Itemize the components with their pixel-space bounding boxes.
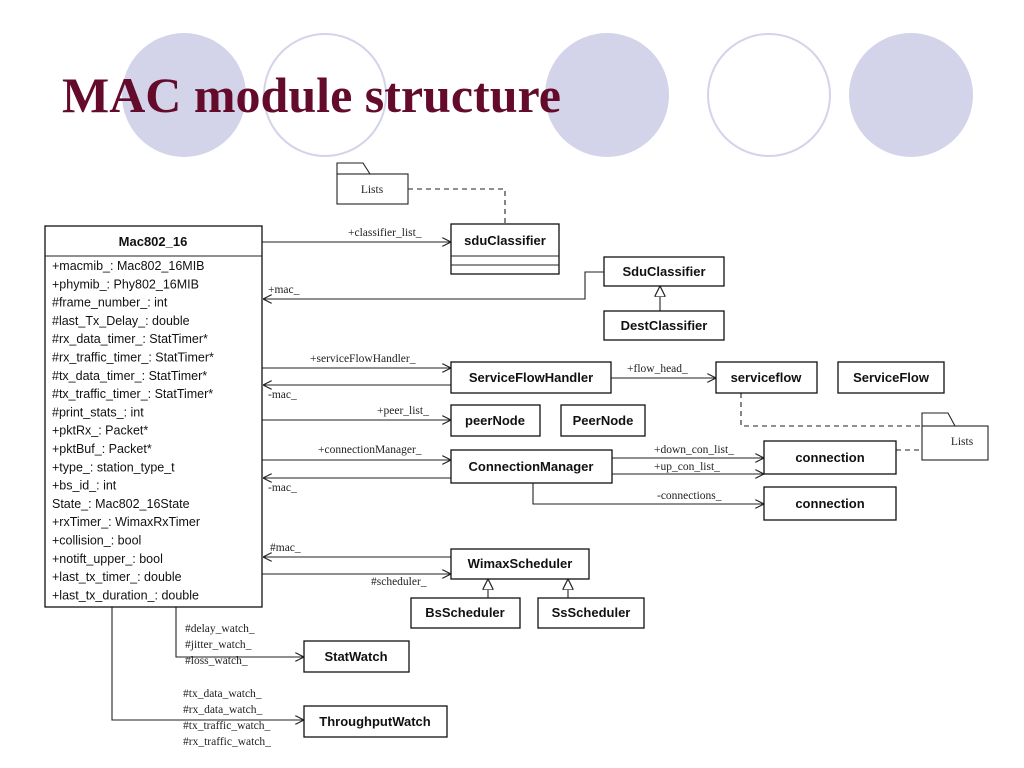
label-watch: #tx_traffic_watch_ bbox=[183, 720, 271, 732]
class-name: DestClassifier bbox=[621, 318, 708, 333]
class-name: ServiceFlowHandler bbox=[469, 370, 593, 385]
class-peerNode-instance: peerNode bbox=[450, 404, 541, 437]
class-ServiceFlow: ServiceFlow bbox=[837, 361, 945, 394]
class-BsScheduler: BsScheduler bbox=[410, 597, 521, 629]
attribute-row: +notift_upper_: bool bbox=[52, 552, 163, 566]
class-name: SduClassifier bbox=[622, 264, 705, 279]
statwatch-labels: #delay_watch_ #jitter_watch_ #loss_watch_ bbox=[185, 623, 255, 667]
class-ServiceFlowHandler: ServiceFlowHandler bbox=[450, 361, 612, 394]
class-mac802-16: Mac802_16 +macmib_: Mac802_16MIB +phymib_… bbox=[44, 225, 263, 608]
decor-circle-5 bbox=[849, 33, 973, 157]
label-watch: #tx_data_watch_ bbox=[183, 688, 262, 700]
attribute-row: +type_: station_type_t bbox=[52, 460, 175, 474]
package-lists-top: Lists bbox=[336, 162, 409, 205]
attribute-row: State_: Mac802_16State bbox=[52, 497, 190, 511]
attribute-list: +macmib_: Mac802_16MIB +phymib_: Phy802_1… bbox=[52, 259, 214, 602]
decor-circle-2 bbox=[263, 33, 387, 157]
attribute-row: #tx_traffic_timer_: StatTimer* bbox=[52, 387, 213, 401]
slide-title: MAC module structure bbox=[62, 67, 561, 123]
label-connections: -connections_ bbox=[657, 490, 722, 502]
label-scheduler: #scheduler_ bbox=[371, 576, 427, 588]
attribute-row: +phymib_: Phy802_16MIB bbox=[52, 277, 199, 291]
attribute-row: #rx_data_timer_: StatTimer* bbox=[52, 332, 208, 346]
class-name: ServiceFlow bbox=[853, 370, 930, 385]
class-ConnectionManager: ConnectionManager bbox=[450, 449, 613, 484]
label-watch: #rx_traffic_watch_ bbox=[183, 736, 271, 748]
attribute-row: +last_tx_duration_: double bbox=[52, 588, 199, 602]
attribute-row: #rx_traffic_timer_: StatTimer* bbox=[52, 351, 214, 365]
class-name: StatWatch bbox=[324, 649, 387, 664]
edge-throughputwatch bbox=[111, 607, 304, 720]
class-name: peerNode bbox=[465, 413, 525, 428]
label-watch: #delay_watch_ bbox=[185, 623, 255, 635]
label-up-con-list: +up_con_list_ bbox=[654, 461, 720, 473]
edge-sduclassifier-mac bbox=[263, 271, 604, 299]
attribute-row: +collision_: bool bbox=[52, 534, 141, 548]
package-lists-right: Lists bbox=[921, 412, 989, 461]
attribute-row: +macmib_: Mac802_16MIB bbox=[52, 259, 205, 273]
class-SsScheduler: SsScheduler bbox=[537, 597, 645, 629]
class-sduclassifier-instance: sduClassifier bbox=[450, 223, 560, 275]
class-SduClassifier: SduClassifier bbox=[603, 256, 725, 287]
connectors bbox=[111, 188, 922, 720]
attribute-row: +pktRx_: Packet* bbox=[52, 424, 148, 438]
class-name: sduClassifier bbox=[464, 233, 546, 248]
attribute-row: #tx_data_timer_: StatTimer* bbox=[52, 369, 207, 383]
label-watch: #rx_data_watch_ bbox=[183, 704, 262, 716]
attribute-row: #last_Tx_Delay_: double bbox=[52, 314, 190, 328]
label-watch: #loss_watch_ bbox=[185, 655, 248, 667]
label-down-con-list: +down_con_list_ bbox=[654, 444, 734, 456]
class-name: connection bbox=[795, 450, 864, 465]
class-connection-2: connection bbox=[763, 486, 897, 521]
class-DestClassifier: DestClassifier bbox=[603, 310, 725, 341]
label-watch: #jitter_watch_ bbox=[185, 639, 252, 651]
class-name: PeerNode bbox=[573, 413, 634, 428]
label-serviceflowhandler: +serviceFlowHandler_ bbox=[310, 353, 416, 365]
label-mac: -mac_ bbox=[268, 389, 297, 401]
throughputwatch-labels: #tx_data_watch_ #rx_data_watch_ #tx_traffi… bbox=[183, 688, 271, 748]
class-connection-1: connection bbox=[763, 440, 897, 475]
edge-lists-sduclassifier bbox=[408, 188, 506, 224]
attribute-row: +rxTimer_: WimaxRxTimer bbox=[52, 515, 200, 529]
label-peer-list: +peer_list_ bbox=[377, 405, 429, 417]
class-name: Mac802_16 bbox=[119, 234, 188, 249]
label-mac: +mac_ bbox=[268, 284, 300, 296]
edge-serviceflow-lists bbox=[740, 393, 922, 427]
attribute-row: +last_tx_timer_: double bbox=[52, 570, 182, 584]
label-flow-head: +flow_head_ bbox=[627, 363, 688, 375]
decor-circle-1 bbox=[122, 33, 246, 157]
label-mac: #mac_ bbox=[270, 542, 301, 554]
class-serviceflow-instance: serviceflow bbox=[715, 361, 818, 394]
package-label: Lists bbox=[951, 436, 974, 448]
association-labels: +classifier_list_ +mac_ +serviceFlowHand… bbox=[183, 227, 734, 748]
decor-circle-4 bbox=[707, 33, 831, 157]
class-name: connection bbox=[795, 496, 864, 511]
attribute-row: +pktBuf_: Packet* bbox=[52, 442, 152, 456]
class-ThroughputWatch: ThroughputWatch bbox=[303, 705, 448, 738]
label-mac: -mac_ bbox=[268, 482, 297, 494]
attribute-row: #print_stats_: int bbox=[52, 405, 144, 419]
class-name: ThroughputWatch bbox=[319, 714, 430, 729]
class-WimaxScheduler: WimaxScheduler bbox=[450, 548, 590, 580]
class-name: BsScheduler bbox=[425, 605, 504, 620]
class-StatWatch: StatWatch bbox=[303, 640, 410, 673]
attribute-row: #frame_number_: int bbox=[52, 296, 168, 310]
edge-statwatch bbox=[175, 607, 304, 657]
decor-circle-3 bbox=[545, 33, 669, 157]
edge-connections bbox=[532, 483, 764, 504]
class-PeerNode: PeerNode bbox=[560, 404, 646, 437]
class-name: WimaxScheduler bbox=[468, 556, 573, 571]
label-classifier-list: +classifier_list_ bbox=[348, 227, 422, 239]
class-name: serviceflow bbox=[731, 370, 803, 385]
class-name: SsScheduler bbox=[552, 605, 631, 620]
class-name: ConnectionManager bbox=[469, 459, 594, 474]
label-connectionmanager: +connectionManager_ bbox=[318, 444, 422, 456]
attribute-row: +bs_id_: int bbox=[52, 479, 117, 493]
package-label: Lists bbox=[361, 184, 384, 196]
